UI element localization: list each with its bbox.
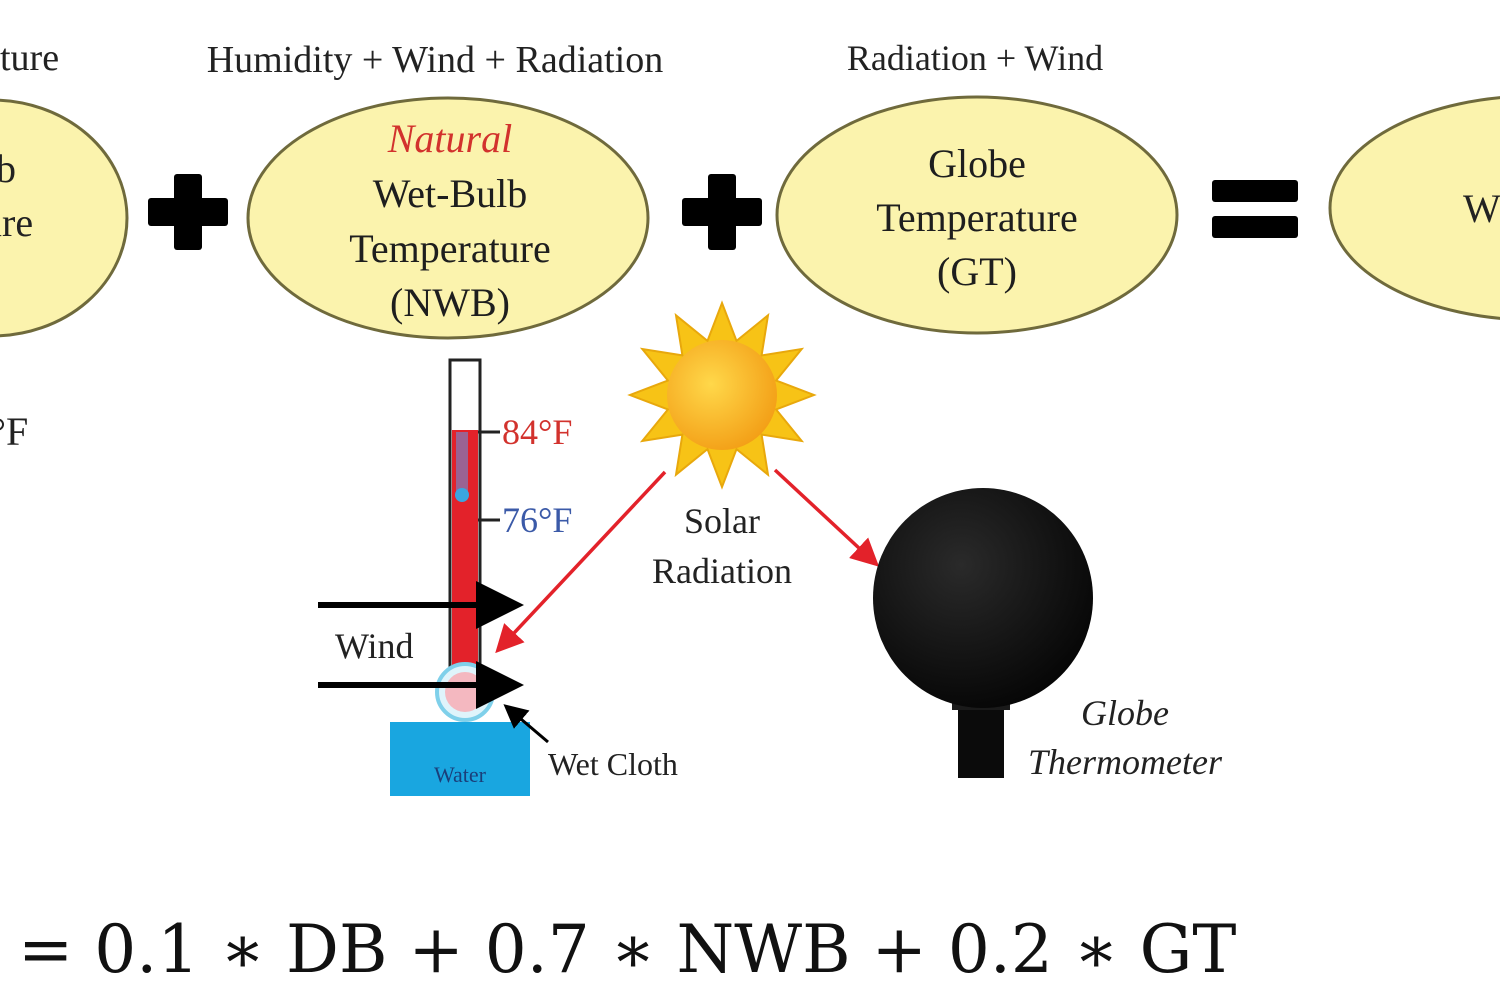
wbgt-text: W (1463, 186, 1500, 231)
globe-thermometer-icon (873, 488, 1093, 778)
wbgt-equation: = 0.1 ∗ DB + 0.7 ∗ NWB + 0.2 ∗ GT (18, 911, 1236, 988)
top-label-gt: Radiation + Wind (847, 38, 1103, 78)
solar-label-1: Solar (684, 501, 760, 541)
dry-bulb-reading: °F (0, 409, 28, 454)
gt-line1: Globe (928, 141, 1026, 186)
dry-reading: 84°F (502, 412, 572, 452)
water-label: Water (434, 762, 487, 787)
water-container (390, 722, 530, 796)
wbgt-ellipse (1328, 96, 1500, 320)
wind-label: Wind (335, 626, 414, 666)
nwb-line3: (NWB) (390, 280, 510, 325)
globe-label-2: Thermometer (1028, 742, 1223, 782)
radiation-arrow-icon (495, 470, 667, 654)
nwb-line1: Wet-Bulb (373, 171, 528, 216)
wet-reading: 76°F (502, 500, 572, 540)
wet-cloth-pointer-icon (503, 704, 549, 744)
dry-bulb-text-1: b (0, 146, 16, 191)
top-label-left: ture (0, 37, 59, 79)
equals-icon (1212, 180, 1298, 238)
dry-bulb-ellipse (0, 98, 129, 338)
top-label-nwb: Humidity + Wind + Radiation (207, 39, 664, 81)
gt-line3: (GT) (937, 249, 1017, 294)
sun-icon (627, 300, 817, 490)
plus-icon (682, 174, 762, 250)
plus-icon (148, 174, 228, 250)
gt-ellipse (775, 95, 1179, 335)
globe-label-1: Globe (1081, 693, 1169, 733)
radiation-arrow-icon (773, 468, 880, 567)
gt-line2: Temperature (876, 195, 1078, 240)
nwb-ellipse (246, 96, 650, 340)
nwb-natural: Natural (387, 116, 512, 161)
wet-cloth-label: Wet Cloth (548, 746, 678, 782)
solar-label-2: Radiation (652, 551, 792, 591)
nwb-line2: Temperature (349, 226, 551, 271)
dry-bulb-text-2: ure (0, 200, 33, 245)
